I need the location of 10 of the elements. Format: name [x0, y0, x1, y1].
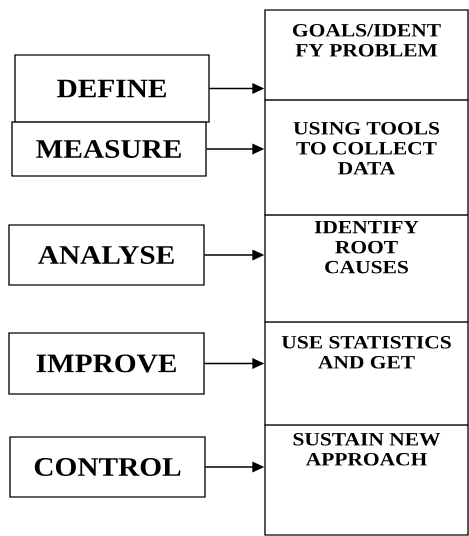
step-box: CONTROL: [9, 436, 206, 498]
step-box: ANALYSE: [8, 224, 205, 286]
step-box: DEFINE: [14, 54, 210, 123]
step-box: MEASURE: [11, 121, 207, 177]
description-box: GOALS/IDENT FY PROBLEM: [264, 9, 469, 101]
description-box: USE STATISTICS AND GET: [264, 321, 469, 426]
description-box: IDENTIFY ROOT CAUSES: [264, 214, 469, 323]
description-box: SUSTAIN NEW APPROACH: [264, 424, 469, 536]
step-box: IMPROVE: [8, 332, 205, 395]
description-box: USING TOOLS TO COLLECT DATA: [264, 99, 469, 216]
